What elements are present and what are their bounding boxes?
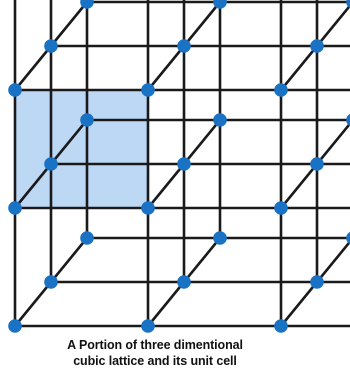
- lattice-point: [346, 0, 350, 9]
- lattice-point: [213, 113, 227, 127]
- lattice-point: [8, 83, 22, 97]
- lattice-point: [346, 231, 350, 245]
- lattice-point: [141, 319, 155, 333]
- lattice-point: [213, 0, 227, 9]
- lattice-point: [141, 83, 155, 97]
- unit-cell-highlight: [15, 90, 148, 208]
- lattice-point: [310, 39, 324, 53]
- lattice-point: [274, 201, 288, 215]
- lattice-point: [141, 201, 155, 215]
- lattice-point: [310, 157, 324, 171]
- lattice-point: [213, 231, 227, 245]
- lattice-point: [8, 201, 22, 215]
- lattice-point: [177, 275, 191, 289]
- lattice-point: [177, 157, 191, 171]
- lattice-point: [44, 275, 58, 289]
- diagram-caption: A Portion of three dimentional cubic lat…: [0, 338, 310, 369]
- lattice-point: [44, 157, 58, 171]
- lattice-point: [177, 39, 191, 53]
- lattice-point: [80, 231, 94, 245]
- caption-line-1: A Portion of three dimentional: [67, 338, 243, 352]
- lattice-point: [274, 319, 288, 333]
- lattice-point: [310, 275, 324, 289]
- lattice-point: [80, 0, 94, 9]
- lattice-point: [80, 113, 94, 127]
- lattice-point: [44, 39, 58, 53]
- lattice-point: [346, 113, 350, 127]
- lattice-points: [8, 0, 350, 333]
- lattice-point: [8, 319, 22, 333]
- caption-line-2: cubic lattice and its unit cell: [73, 353, 237, 368]
- lattice-point: [274, 83, 288, 97]
